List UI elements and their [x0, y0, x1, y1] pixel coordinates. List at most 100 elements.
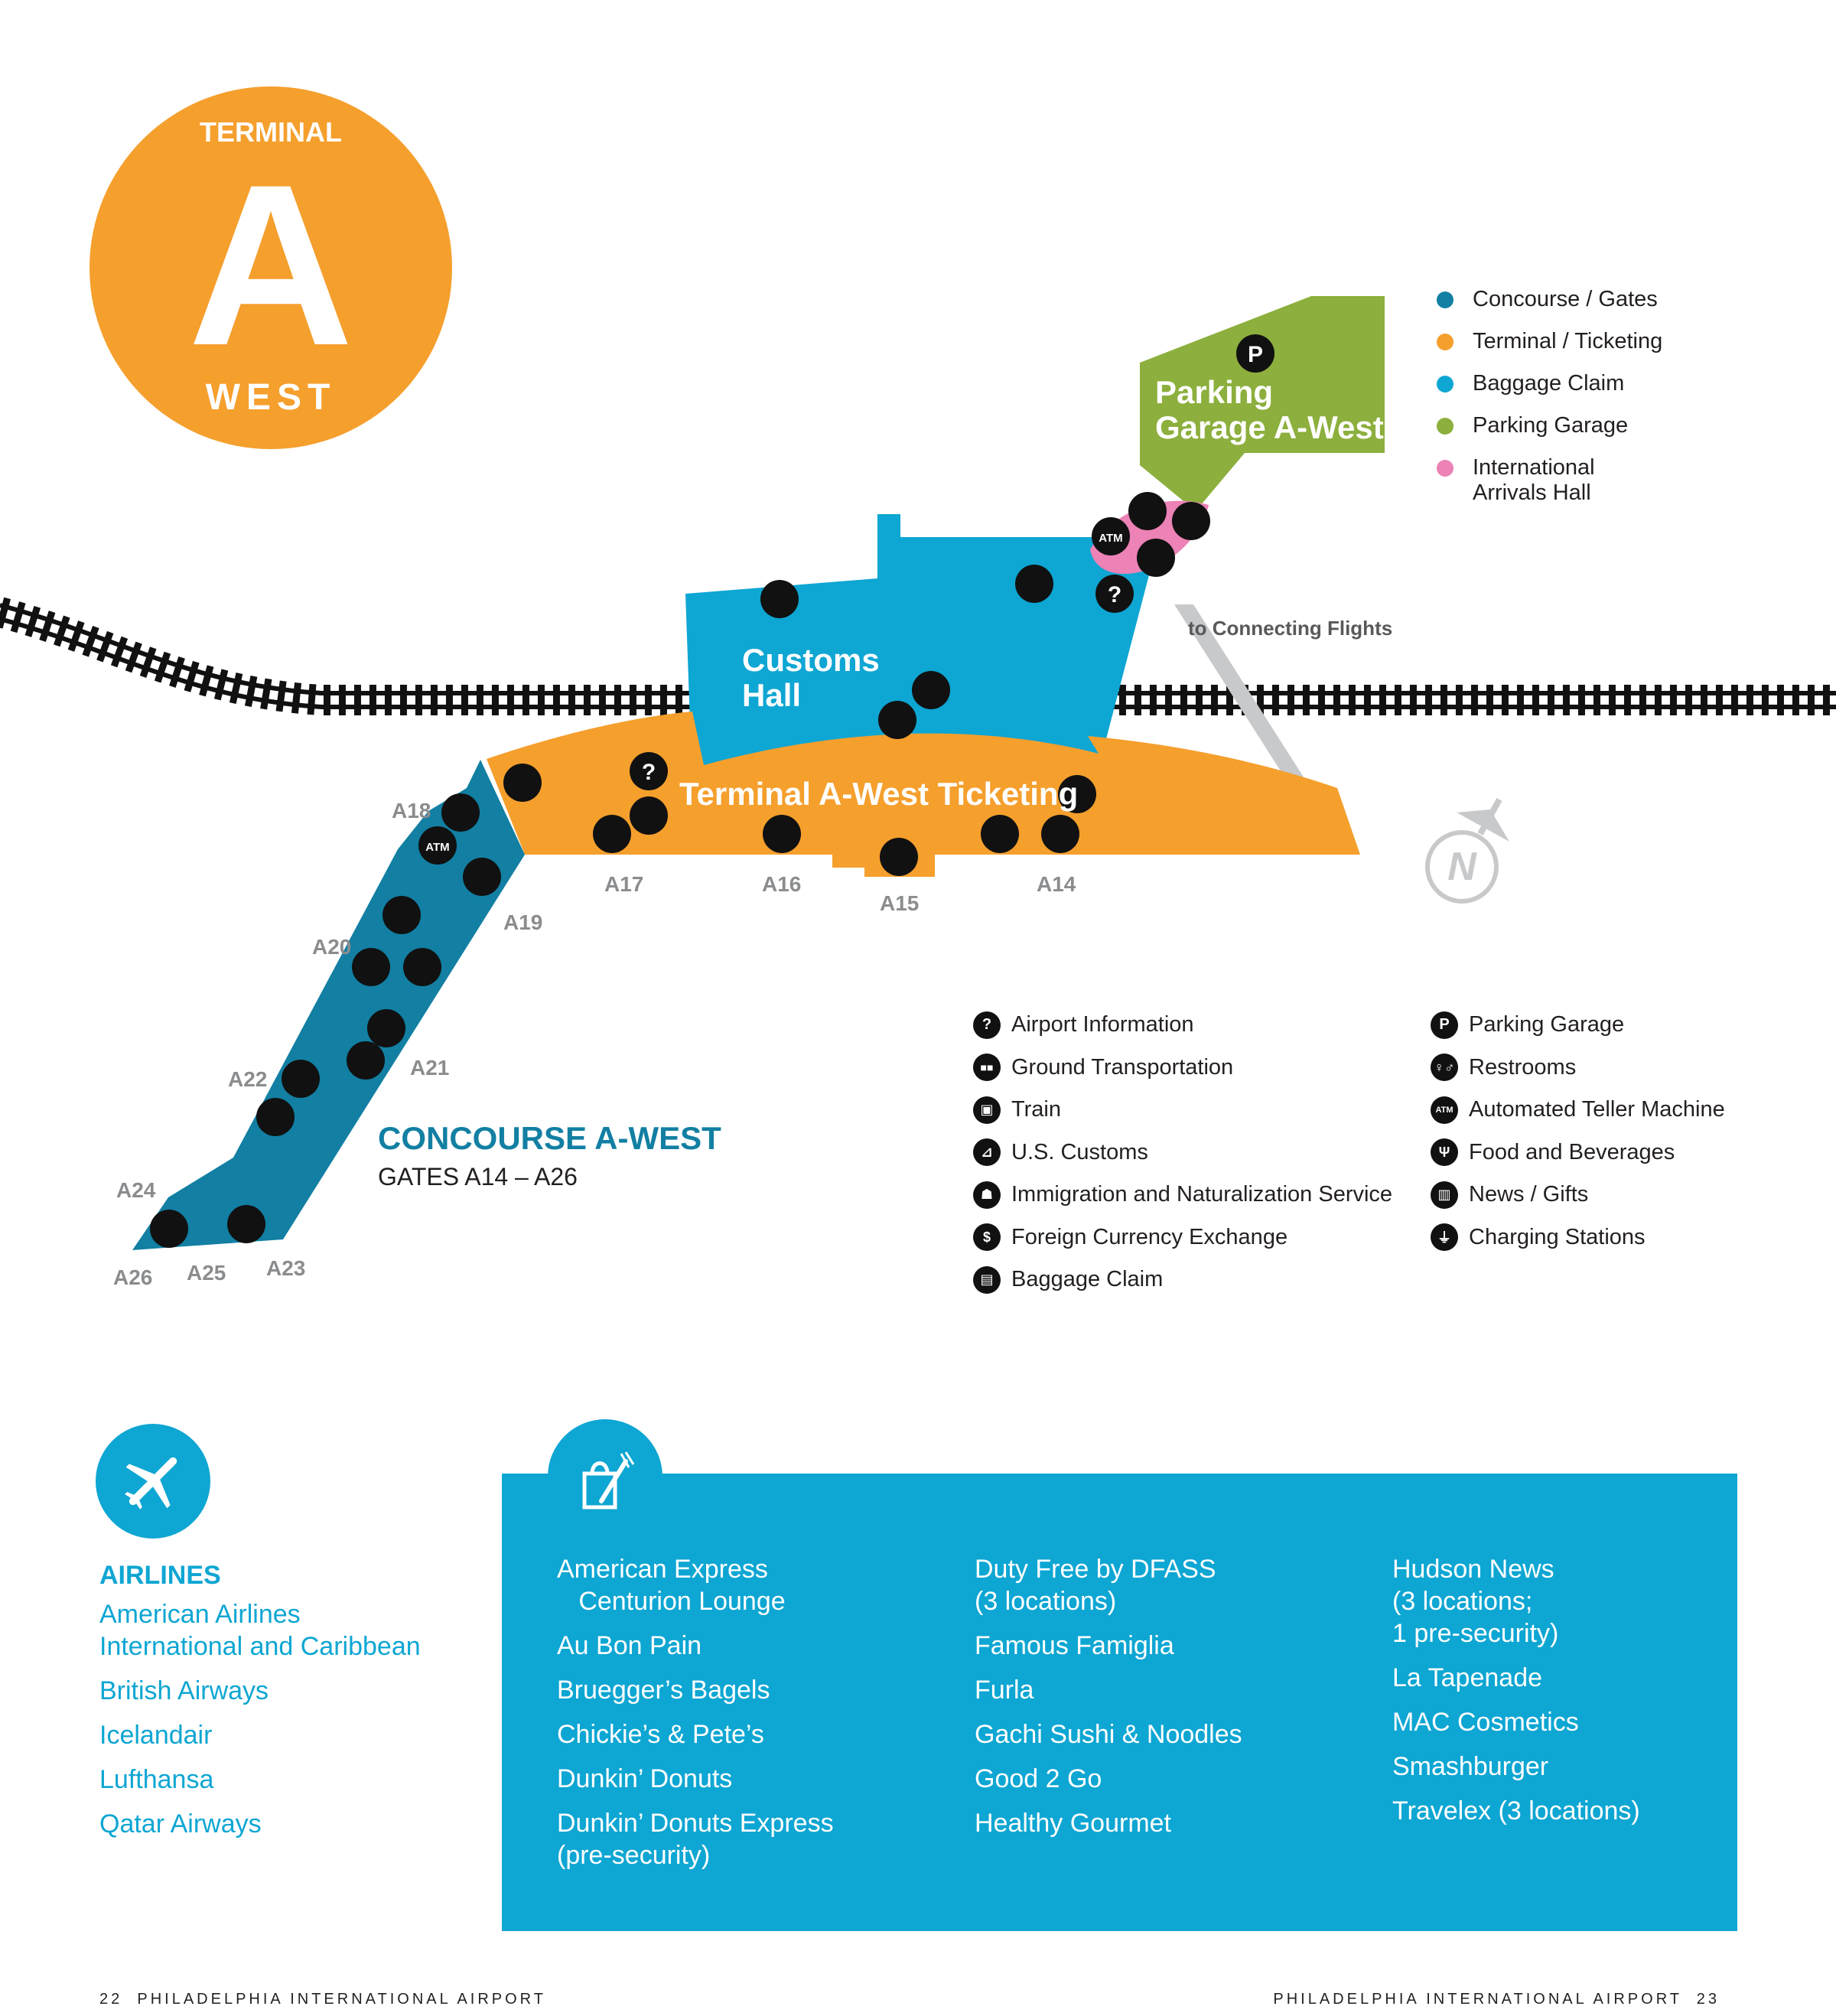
svg-text:N: N [1447, 845, 1477, 889]
footer-right-page: PHILADELPHIA INTERNATIONAL AIRPORT 23 [1273, 1991, 1720, 2008]
immigration-icon: ☗ [973, 1181, 1001, 1209]
connecting-walkway [1174, 604, 1308, 784]
shops-column-1: American Express Centurion Lounge Au Bon… [557, 1553, 834, 1884]
parking-garage-label: Parking Garage A-West [1155, 374, 1384, 445]
gate-label: A18 [392, 799, 431, 822]
currency-exchange-icon [382, 896, 421, 934]
shop-item: MAC Cosmetics [1392, 1708, 1579, 1737]
gate-label: A15 [880, 891, 920, 915]
gate-label: A25 [187, 1261, 226, 1285]
shop-item: Duty Free by DFASS (3 locations) [975, 1555, 1216, 1616]
food-icon [463, 858, 501, 896]
baggage-swatch [1437, 376, 1454, 392]
info-icon [630, 752, 668, 790]
restrooms-icon: ♀♂ [1431, 1054, 1458, 1082]
charging-icon: ⏚ [1431, 1223, 1458, 1252]
shop-item: Dunkin’ Donuts [557, 1764, 733, 1793]
shops-dining-panel: American Express Centurion Lounge Au Bon… [502, 1451, 1737, 1931]
shops-column-2: Duty Free by DFASS (3 locations) Famous … [975, 1553, 1242, 1852]
terminal-swatch [1437, 334, 1454, 350]
charging-icon [441, 793, 480, 832]
shop-item: Travelex (3 locations) [1392, 1796, 1640, 1825]
charging-icon [880, 838, 918, 876]
currency-exchange-icon [981, 815, 1019, 853]
shop-item: Good 2 Go [975, 1764, 1102, 1793]
svg-text:?: ? [1108, 582, 1121, 607]
north-compass: N [1425, 798, 1509, 904]
customs-hall-label: Customs Hall [742, 642, 880, 713]
airline-item: Qatar Airways [99, 1809, 262, 1839]
immigration-icon [878, 701, 916, 739]
charging-icon [282, 1060, 320, 1098]
restrooms-icon [347, 1041, 385, 1080]
airline-item: Icelandair [99, 1721, 213, 1750]
shop-item: Dunkin’ Donuts Express (pre-security) [557, 1809, 834, 1870]
badge-letter: A [187, 136, 354, 393]
shop-item: Bruegger’s Bagels [557, 1676, 770, 1705]
parking-icon: P [1431, 1011, 1458, 1039]
svg-text:ATM: ATM [1099, 532, 1122, 545]
ticketing-label: Terminal A-West Ticketing [679, 776, 1079, 812]
shop-item: Gachi Sushi & Noodles [975, 1720, 1242, 1749]
airline-item: Lufthansa [99, 1765, 214, 1794]
charging-icon [763, 815, 801, 853]
atm-icon: ATM [1431, 1096, 1458, 1124]
gate-label: A24 [116, 1178, 156, 1202]
legend-immigration: ☗Immigration and Naturalization Service [973, 1174, 1392, 1216]
charging-icon [1041, 815, 1079, 853]
connecting-flights-label: to Connecting Flights [1188, 617, 1393, 640]
atm-icon [418, 826, 457, 865]
concourse-title: CONCOURSE A-WEST [378, 1120, 721, 1156]
gate-label: A17 [604, 872, 644, 896]
gate-label: A23 [266, 1256, 306, 1280]
charging-icon [227, 1205, 265, 1243]
restrooms-icon [403, 948, 441, 986]
shop-item: Au Bon Pain [557, 1631, 702, 1660]
legend-news-gifts: ▥News / Gifts [1431, 1174, 1725, 1216]
legend-item-concourse: Concourse / Gates [1437, 287, 1662, 329]
train-icon: ▣ [973, 1096, 1001, 1124]
gate-label: A19 [503, 910, 543, 934]
restrooms-icon [630, 796, 668, 835]
shop-item: Furla [975, 1676, 1034, 1705]
baggage-icon [912, 671, 950, 709]
airline-item: American Airlines International and Cari… [99, 1600, 421, 1661]
legend-currency: $Foreign Currency Exchange [973, 1216, 1392, 1259]
parking-garage-area [1140, 296, 1385, 511]
baggage-icon: ▤ [973, 1265, 1001, 1294]
info-icon: ? [973, 1011, 1001, 1039]
shop-item: Chickie’s & Pete’s [557, 1720, 764, 1749]
airlines-title: AIRLINES [99, 1561, 221, 1590]
legend-charging: ⏚Charging Stations [1431, 1216, 1725, 1259]
concourse-swatch [1437, 291, 1454, 308]
legend-item-baggage: Baggage Claim [1437, 371, 1662, 413]
atm-icon [1092, 517, 1130, 555]
terminal-badge [90, 86, 452, 449]
food-icon: Ψ [1431, 1138, 1458, 1167]
parking-icon [1236, 334, 1274, 373]
gate-label: A22 [228, 1067, 268, 1091]
restrooms-icon [1058, 775, 1096, 813]
charging-icon [593, 815, 631, 853]
plane-icon [125, 1457, 177, 1510]
ground-transport-icon [1172, 502, 1210, 540]
shop-item: Healthy Gourmet [975, 1809, 1171, 1838]
shop-item: Hudson News (3 locations; 1 pre-security… [1392, 1555, 1559, 1648]
svg-text:?: ? [642, 760, 656, 785]
terminal-ticketing-area [487, 712, 1360, 877]
footer-left-page: 22 PHILADELPHIA INTERNATIONAL AIRPORT [99, 1991, 546, 2008]
svg-text:P: P [1248, 342, 1263, 367]
badge-terminal-label: TERMINAL [200, 116, 342, 148]
legend-ground-transport: ■■Ground Transportation [973, 1047, 1392, 1089]
legend-item-parking: Parking Garage [1437, 413, 1662, 455]
charging-icon [352, 948, 390, 986]
airlines-section: AIRLINES American Airlines International… [99, 1561, 421, 1852]
currency-exchange-icon: $ [973, 1223, 1001, 1252]
map-icons [150, 334, 1274, 1248]
